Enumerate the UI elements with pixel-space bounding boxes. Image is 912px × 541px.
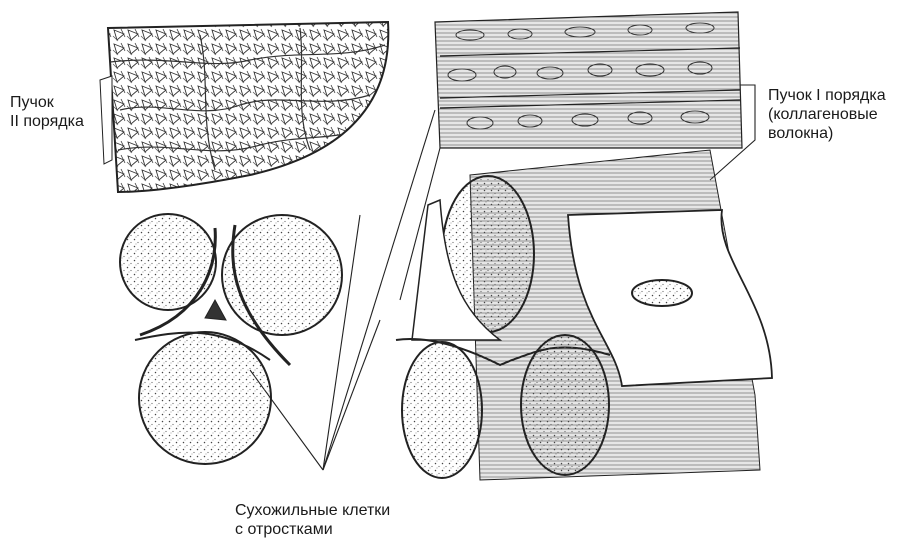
label-bundle-second-order: Пучок II порядка	[10, 93, 84, 131]
label-tendon-cells: Сухожильные клетки с отростками	[235, 501, 390, 539]
cross-section-left	[120, 214, 342, 464]
label-bundle-first-order: Пучок I порядка (коллагеновые волокна)	[768, 86, 886, 143]
block-3d	[396, 150, 772, 480]
bundle-first-order	[435, 12, 742, 148]
bundle-second-order	[100, 22, 388, 192]
